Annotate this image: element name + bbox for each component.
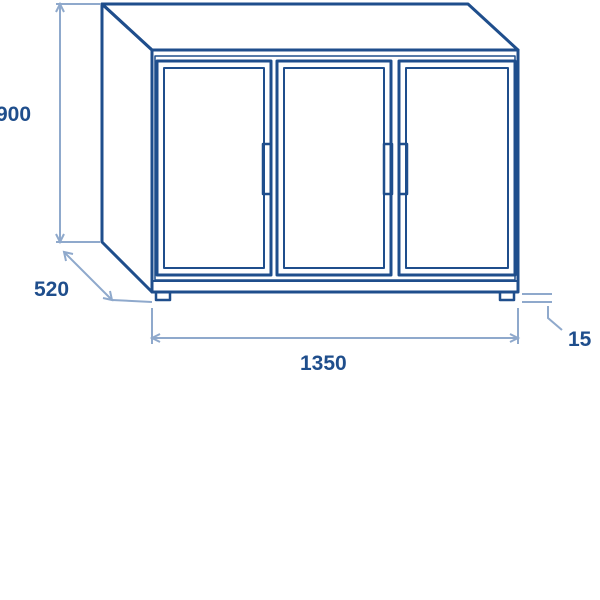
width-arrow-right [509, 333, 521, 343]
handle-door-2 [382, 142, 394, 196]
door-1 [155, 59, 273, 277]
width-arrow-left [149, 333, 161, 343]
cabinet [100, 2, 520, 302]
door-2-glass [283, 67, 385, 269]
dimension-lines [55, 1, 563, 344]
handle-door-1 [261, 142, 273, 196]
depth-arrow-bottom [102, 290, 114, 302]
width-label: 1350 [300, 352, 347, 375]
depth-label: 520 [34, 278, 69, 301]
depth-dimension-line [63, 251, 113, 301]
foot-left [154, 290, 172, 302]
door-1-glass [163, 67, 265, 269]
depth-extension [111, 299, 153, 303]
foot-right [498, 290, 516, 302]
depth-arrow-top [62, 250, 74, 262]
foot-height-label: 15 [568, 328, 592, 351]
door-3 [397, 59, 517, 277]
door-2 [275, 59, 393, 277]
height-arrow-top [55, 1, 65, 13]
height-label: 900 [0, 103, 31, 126]
cabinet-side [100, 2, 154, 294]
cabinet-front [150, 48, 520, 294]
handle-door-3 [397, 142, 409, 196]
height-arrow-bottom [55, 233, 65, 245]
door-3-glass [405, 67, 509, 269]
foot-leader [547, 306, 563, 331]
cabinet-top [100, 2, 520, 52]
